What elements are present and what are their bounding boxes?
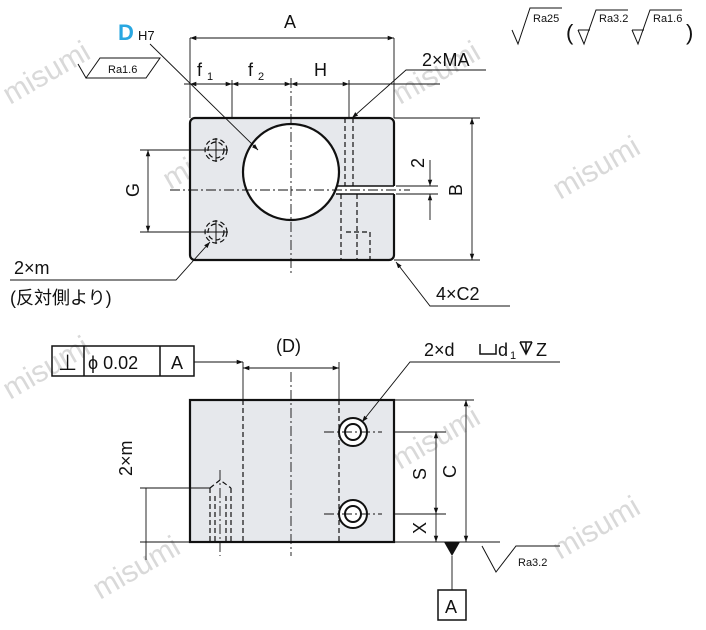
- svg-text:(D): (D): [276, 336, 301, 356]
- finish-symbol-general: [511, 7, 562, 46]
- svg-text:d: d: [498, 340, 508, 360]
- svg-text:C: C: [440, 465, 460, 478]
- svg-text:Ra1.6: Ra1.6: [653, 13, 682, 25]
- svg-text:Ra25: Ra25: [533, 13, 559, 25]
- clamp-slit: [336, 186, 396, 194]
- svg-text:misumi: misumi: [0, 330, 96, 406]
- svg-text:X: X: [410, 522, 430, 534]
- svg-text:Ra3.2: Ra3.2: [518, 557, 547, 569]
- front-view: ⊥ ϕ 0.02 A (D) 2×d d 1 Z 2×m S C X: [51, 336, 560, 621]
- datum-box: [437, 589, 467, 621]
- bore-label: D: [118, 20, 134, 45]
- svg-text:⊥: ⊥: [58, 350, 77, 375]
- dim-A-label: A: [284, 12, 296, 32]
- surface-finish-legend: Ra25 ( Ra3.2 Ra1.6 ): [511, 7, 693, 46]
- svg-text:4×C2: 4×C2: [436, 284, 480, 304]
- svg-text:G: G: [123, 183, 143, 197]
- svg-text:1: 1: [510, 350, 516, 362]
- svg-text:2×m: 2×m: [14, 258, 50, 278]
- svg-text:2: 2: [258, 71, 264, 83]
- svg-text:2×m: 2×m: [116, 440, 136, 476]
- bore-finish-symbol: [77, 57, 161, 79]
- svg-text:misumi: misumi: [0, 35, 96, 111]
- svg-text:): ): [686, 20, 693, 45]
- svg-text:A: A: [445, 597, 457, 617]
- top-view: A f 1 f 2 H D H7 Ra1.6 2×MA 2 G: [10, 12, 510, 308]
- svg-text:2×MA: 2×MA: [422, 50, 470, 70]
- svg-text:misumi: misumi: [387, 35, 486, 111]
- svg-text:S: S: [410, 468, 430, 480]
- svg-text:ϕ 0.02: ϕ 0.02: [88, 353, 138, 373]
- finish-symbol-ra16: [631, 9, 682, 46]
- svg-text:(反対側より): (反対側より): [10, 288, 112, 308]
- svg-text:H7: H7: [138, 28, 155, 43]
- svg-text:1: 1: [207, 71, 213, 83]
- svg-text:misumi: misumi: [547, 490, 646, 566]
- svg-text:(: (: [566, 20, 574, 45]
- svg-text:A: A: [171, 353, 183, 373]
- svg-text:2: 2: [408, 158, 428, 168]
- tolerance-frame: [51, 345, 195, 377]
- svg-text:Z: Z: [536, 340, 547, 360]
- base-finish-symbol: [481, 545, 560, 573]
- svg-text:H: H: [314, 60, 327, 80]
- svg-text:misumi: misumi: [87, 530, 186, 606]
- svg-text:2×d: 2×d: [424, 340, 455, 360]
- svg-text:f: f: [248, 60, 254, 80]
- svg-text:B: B: [446, 184, 466, 196]
- svg-text:Ra1.6: Ra1.6: [108, 64, 137, 76]
- svg-text:misumi: misumi: [547, 130, 646, 206]
- finish-symbol-ra32: [577, 9, 628, 46]
- svg-text:Ra3.2: Ra3.2: [599, 13, 628, 25]
- svg-text:f: f: [197, 60, 203, 80]
